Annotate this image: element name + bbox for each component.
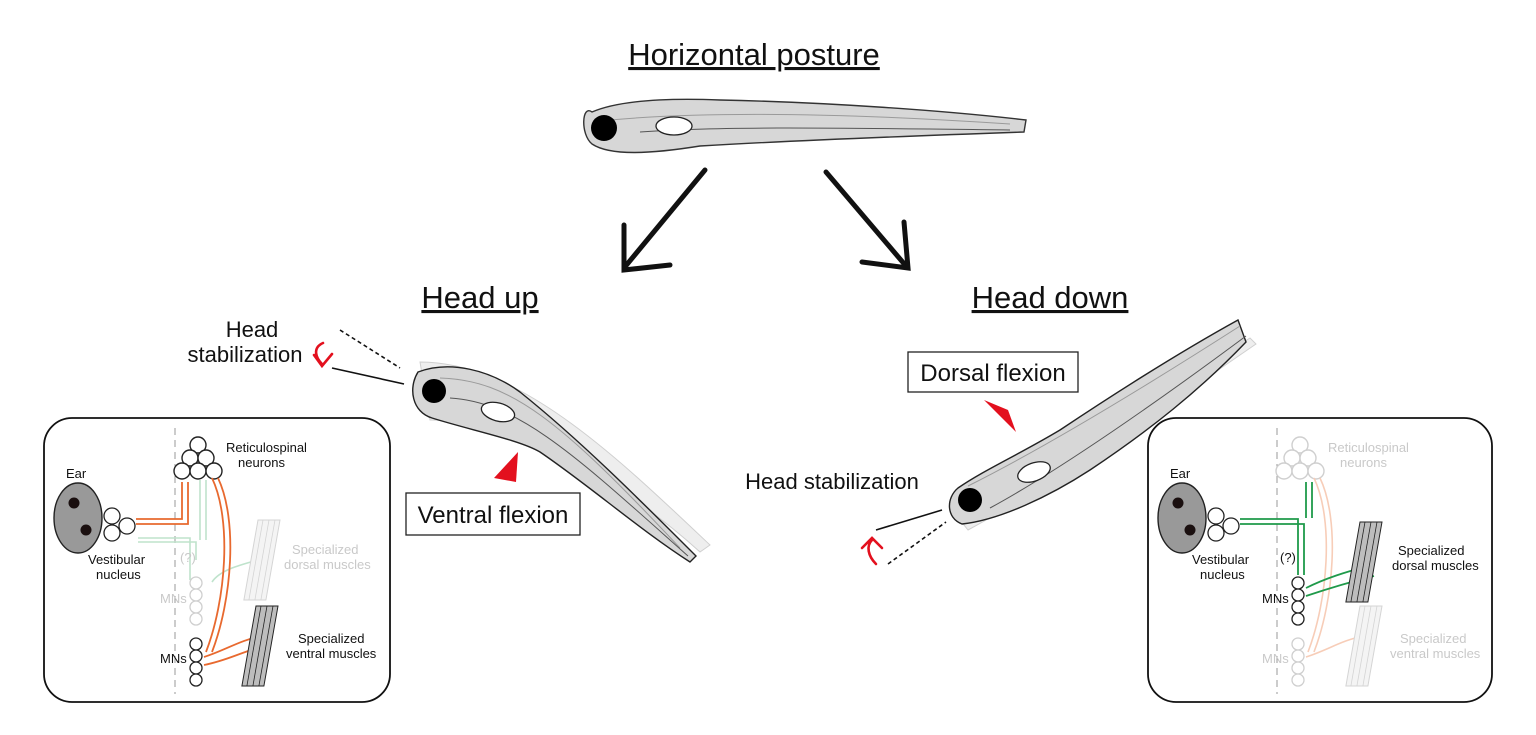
left-circuit-panel: Ear Vestibular nucleus Reticulospinal ne… [43, 417, 391, 703]
arrow-to-head-up [621, 167, 708, 273]
title-horizontal-posture: Horizontal posture [628, 37, 880, 72]
question-label: (?) [1280, 550, 1296, 565]
title-head-up: Head up [421, 280, 538, 315]
reticulospinal-neurons [173, 436, 223, 480]
reticulospinal-label-2: neurons [1340, 455, 1387, 470]
vestibular-label-1: Vestibular [88, 552, 146, 567]
ear-label: Ear [66, 466, 87, 481]
reticulospinal-label-1: Reticulospinal [1328, 440, 1409, 455]
dorsal-muscles-label-1: Specialized [292, 542, 359, 557]
ventral-muscles-label-1: Specialized [1400, 631, 1467, 646]
mns-upper-label: MNs [1262, 591, 1289, 606]
head-up-stabilization-line1: Head [226, 317, 279, 342]
dorsal-muscles-label-1: Specialized [1398, 543, 1465, 558]
reticulospinal-neurons [1275, 436, 1325, 480]
ventral-flexion-marker [494, 452, 518, 482]
dorsal-muscles-label-2: dorsal muscles [1392, 558, 1479, 573]
ventral-flexion-label: Ventral flexion [418, 502, 569, 529]
mns-lower-label: MNs [160, 651, 187, 666]
dorsal-flexion-label: Dorsal flexion [920, 360, 1065, 387]
ventral-muscles-label-2: ventral muscles [1390, 646, 1481, 661]
arrow-to-head-down [823, 169, 911, 271]
reticulospinal-label-1: Reticulospinal [226, 440, 307, 455]
mns-upper-label: MNs [160, 591, 187, 606]
dorsal-flexion-marker [984, 400, 1016, 432]
vestibular-label-2: nucleus [96, 567, 141, 582]
right-circuit-panel: Ear Vestibular nucleus Reticulospinal ne… [1147, 417, 1493, 703]
ventral-muscles-label-2: ventral muscles [286, 646, 377, 661]
ear-icon [53, 482, 103, 554]
head-up-stabilization: Head stabilization [188, 317, 405, 385]
ear-icon [1157, 482, 1207, 554]
dorsal-flexion-box: Dorsal flexion [907, 351, 1079, 393]
curved-red-arrow-icon [860, 536, 884, 566]
mns-lower-label: MNs [1262, 651, 1289, 666]
ventral-flexion-box: Ventral flexion [405, 492, 581, 536]
ventral-muscles-label-1: Specialized [298, 631, 365, 646]
curved-red-arrow-icon [312, 341, 334, 369]
question-label: (?) [180, 550, 196, 565]
head-down-stabilization: Head stabilization [745, 469, 947, 566]
fish-head-up [412, 361, 711, 563]
fish-head-down [948, 318, 1257, 531]
fish-horizontal [583, 98, 1027, 154]
vestibular-label-1: Vestibular [1192, 552, 1250, 567]
head-up-stabilization-line2: stabilization [188, 342, 303, 367]
head-down-stabilization-label: Head stabilization [745, 469, 919, 494]
ear-label: Ear [1170, 466, 1191, 481]
dorsal-muscles-label-2: dorsal muscles [284, 557, 371, 572]
vestibular-label-2: nucleus [1200, 567, 1245, 582]
title-head-down: Head down [972, 280, 1129, 315]
reticulospinal-label-2: neurons [238, 455, 285, 470]
